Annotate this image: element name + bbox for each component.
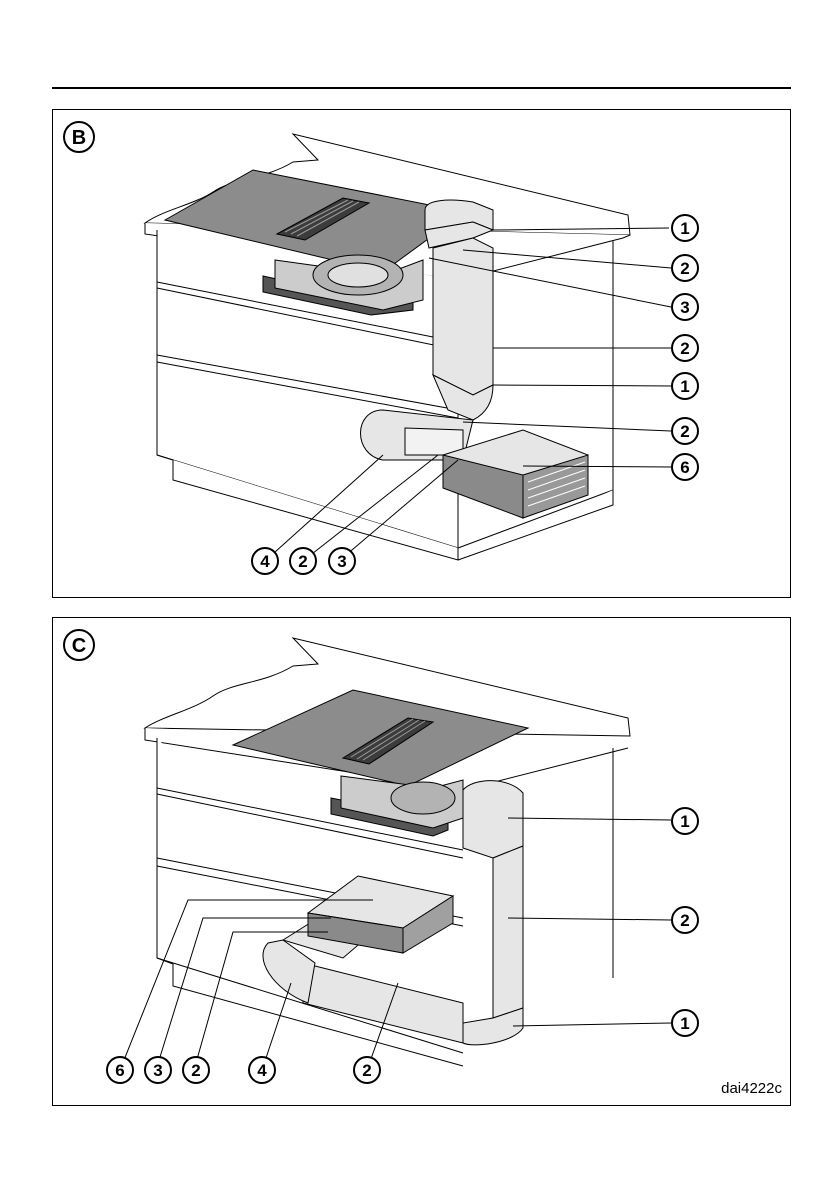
callout-c-b4-text: 2 xyxy=(362,1061,371,1080)
callout-c-b0: 6 xyxy=(107,1057,133,1083)
panel-badge-c: C xyxy=(64,630,94,660)
callout-b-b1: 2 xyxy=(290,548,316,574)
callout-c-b3: 4 xyxy=(249,1057,275,1083)
figure-panel-b: B xyxy=(52,109,791,598)
callout-b-b2: 3 xyxy=(329,548,355,574)
callout-c-b2: 2 xyxy=(183,1057,209,1083)
callout-b-b2-text: 3 xyxy=(337,552,346,571)
callout-b-r2-text: 3 xyxy=(680,298,689,317)
callout-b-r5: 2 xyxy=(672,418,698,444)
callout-b-r4-text: 1 xyxy=(680,377,689,396)
callout-c-b2-text: 2 xyxy=(191,1061,200,1080)
callout-c-r0-text: 1 xyxy=(680,812,689,831)
callout-c-b1: 3 xyxy=(145,1057,171,1083)
callout-b-r4: 1 xyxy=(672,373,698,399)
callout-b-b0: 4 xyxy=(252,548,278,574)
panel-badge-b: B xyxy=(64,122,94,152)
callout-b-b0-text: 4 xyxy=(260,552,270,571)
callout-c-b3-text: 4 xyxy=(257,1061,267,1080)
callout-c-r1: 2 xyxy=(672,907,698,933)
callout-b-r2: 3 xyxy=(672,294,698,320)
panel-badge-c-letter: C xyxy=(72,635,86,657)
callout-b-r0: 1 xyxy=(672,215,698,241)
callout-b-r6-text: 6 xyxy=(680,458,689,477)
callout-c-r0: 1 xyxy=(672,808,698,834)
figure-code: dai4222c xyxy=(721,1080,782,1097)
panel-badge-b-letter: B xyxy=(72,127,86,149)
callout-c-b1-text: 3 xyxy=(153,1061,162,1080)
callout-c-b0-text: 6 xyxy=(115,1061,124,1080)
illustration-b: B xyxy=(53,110,790,597)
callout-b-r6: 6 xyxy=(672,454,698,480)
callout-b-b1-text: 2 xyxy=(298,552,307,571)
figure-panel-c: C xyxy=(52,617,791,1106)
illustration-c: C xyxy=(53,618,790,1105)
callout-c-r2-text: 1 xyxy=(680,1014,689,1033)
callout-b-r1: 2 xyxy=(672,255,698,281)
callout-c-r1-text: 2 xyxy=(680,911,689,930)
callout-c-r2: 1 xyxy=(672,1010,698,1036)
callout-c-b4: 2 xyxy=(354,1057,380,1083)
callout-b-r1-text: 2 xyxy=(680,259,689,278)
callout-b-r0-text: 1 xyxy=(680,219,689,238)
callout-b-r3-text: 2 xyxy=(680,339,689,358)
header-rule xyxy=(52,87,791,89)
callout-b-r5-text: 2 xyxy=(680,422,689,441)
callout-b-r3: 2 xyxy=(672,335,698,361)
